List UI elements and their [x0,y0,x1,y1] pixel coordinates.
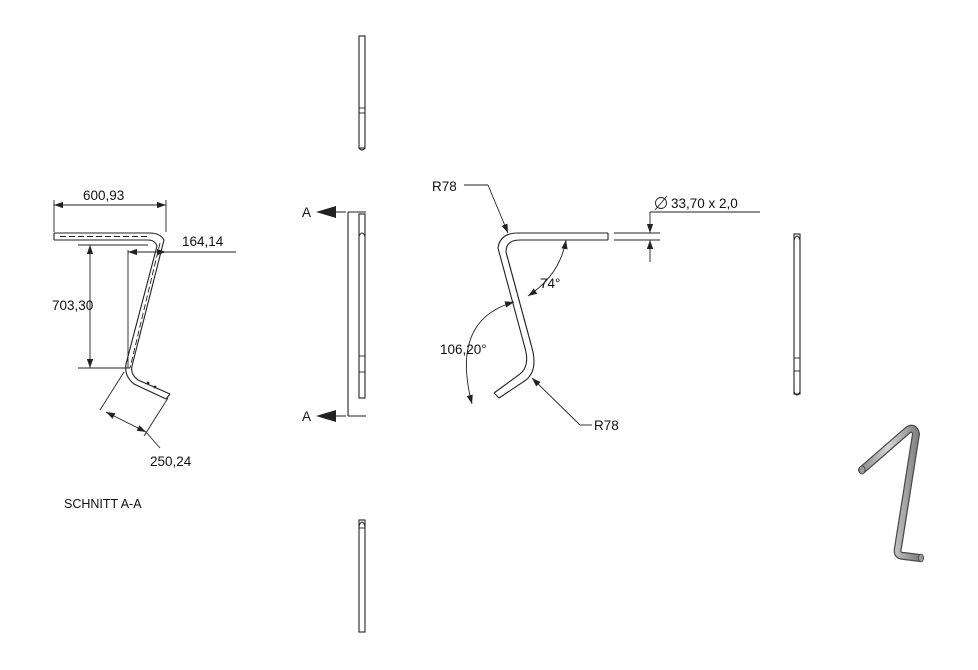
dimension-foot: 250,24 [99,371,192,469]
detail-part-outline [493,232,609,399]
top-view-tube [358,35,366,151]
tube-spec-callout: 33,70 x 2,0 [614,195,760,262]
leader-radius-bottom: R78 [531,377,619,433]
radius-bottom-text: R78 [594,418,619,433]
dim-width-text: 600,93 [83,188,124,203]
section-caption: SCHNITT A-A [64,497,142,511]
section-arrow-bottom [316,410,336,422]
diameter-icon [655,197,667,209]
bottom-view-tube [358,519,366,633]
detail-view: R78 R78 33,70 x 2,0 74° 106,20° [432,179,760,433]
dim-offset-text: 164,14 [182,234,224,249]
section-line-a: A A [302,205,366,424]
dimension-width: 600,93 [53,188,167,232]
section-marker-top: A [302,205,311,220]
dimension-height: 703,30 [52,244,148,369]
angle-lower-text: 106,20° [440,342,487,357]
section-arrow-top [316,206,336,218]
radius-top-text: R78 [432,179,457,194]
section-part-outline [53,232,171,400]
side-view [793,233,801,396]
isometric-view [858,424,924,563]
tube-spec-text: 33,70 x 2,0 [671,196,738,211]
dimension-offset: 164,14 [127,234,236,368]
section-view: 600,93 164,14 703,30 250,24 SCHNITT A-A [52,188,236,511]
section-marker-bottom: A [302,409,311,424]
dim-foot-text: 250,24 [150,454,192,469]
angle-lower: 106,20° [440,301,515,405]
angle-upper: 74° [527,239,568,297]
angle-upper-text: 74° [540,276,560,291]
leader-radius-top: R78 [432,179,509,234]
dim-height-text: 703,30 [52,298,93,313]
front-view: A A [302,35,366,633]
front-tube [358,213,366,399]
